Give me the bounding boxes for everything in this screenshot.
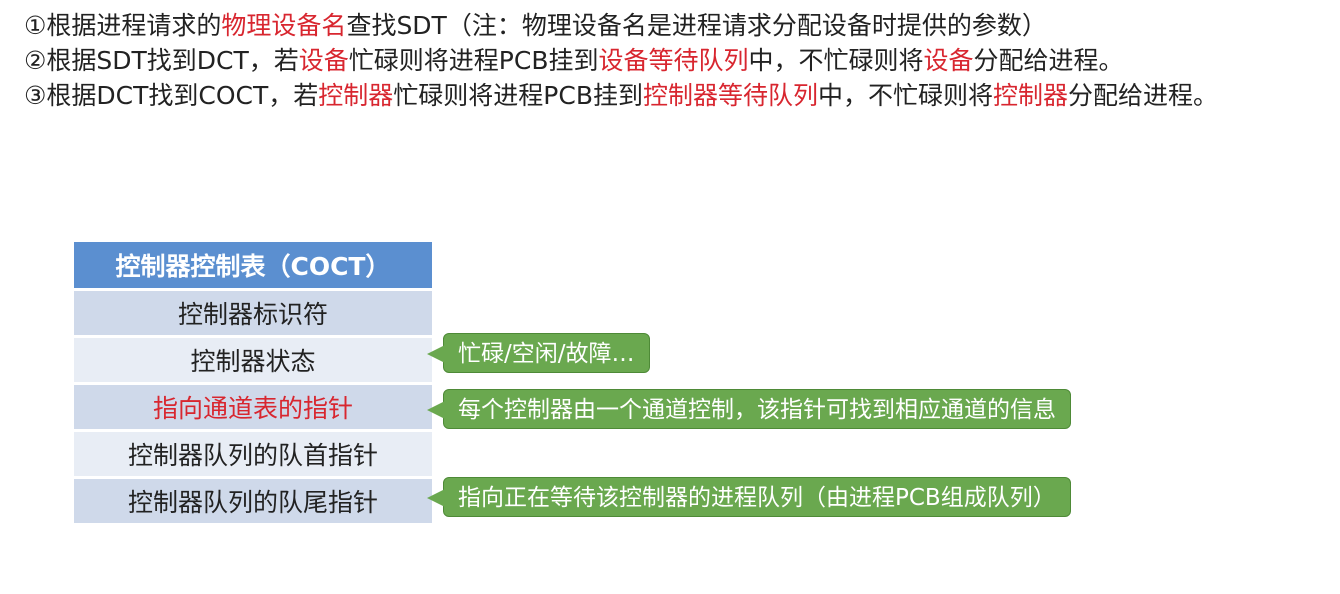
callout-channel-pointer-text: 每个控制器由一个通道控制，该指针可找到相应通道的信息 xyxy=(458,397,1056,423)
step-3-highlight-b: 控制器等待队列 xyxy=(642,81,818,110)
callout-status: 忙碌/空闲/故障… xyxy=(427,333,650,373)
step-1-text-a: ①根据进程请求的 xyxy=(24,11,222,40)
coct-table: 控制器控制表（COCT） 控制器标识符 控制器状态 指向通道表的指针 控制器队列… xyxy=(74,242,432,523)
step-2-text-b: 忙碌则将进程PCB挂到 xyxy=(348,46,599,75)
steps-text: ①根据进程请求的物理设备名查找SDT（注：物理设备名是进程请求分配设备时提供的参… xyxy=(24,8,1324,113)
step-3-text-a: ③根据DCT找到COCT，若 xyxy=(24,81,319,110)
coct-row-channel-pointer: 指向通道表的指针 xyxy=(74,382,432,429)
step-3-highlight-c: 控制器 xyxy=(993,81,1069,110)
coct-row-controller-status: 控制器状态 xyxy=(74,335,432,382)
step-2-highlight-a: 设备 xyxy=(298,46,349,75)
step-3-text-b: 忙碌则将进程PCB挂到 xyxy=(393,81,643,110)
callout-queue-tail: 指向正在等待该控制器的进程队列（由进程PCB组成队列） xyxy=(427,477,1071,517)
step-3-highlight-a: 控制器 xyxy=(318,81,394,110)
coct-row-queue-head: 控制器队列的队首指针 xyxy=(74,429,432,476)
coct-table-header: 控制器控制表（COCT） xyxy=(74,242,432,288)
coct-row-queue-tail: 控制器队列的队尾指针 xyxy=(74,476,432,523)
step-1-text-b: 查找SDT（注：物理设备名是进程请求分配设备时提供的参数） xyxy=(346,11,1047,40)
callout-channel-pointer: 每个控制器由一个通道控制，该指针可找到相应通道的信息 xyxy=(427,389,1071,429)
callout-queue-tail-pointer xyxy=(427,489,445,507)
step-2-highlight-c: 设备 xyxy=(923,46,974,75)
step-2-text-c: 中，不忙碌则将 xyxy=(748,46,924,75)
step-1-highlight: 物理设备名 xyxy=(221,11,347,40)
step-2-text-a: ②根据SDT找到DCT，若 xyxy=(24,46,299,75)
callout-channel-pointer-pointer xyxy=(427,401,445,419)
callout-status-pointer xyxy=(427,345,445,363)
step-1: ①根据进程请求的物理设备名查找SDT（注：物理设备名是进程请求分配设备时提供的参… xyxy=(24,8,1324,43)
step-3-text-d: 分配给进程。 xyxy=(1068,81,1219,110)
coct-row-controller-id: 控制器标识符 xyxy=(74,288,432,335)
step-3-text-c: 中，不忙碌则将 xyxy=(817,81,993,110)
callout-queue-tail-text: 指向正在等待该控制器的进程队列（由进程PCB组成队列） xyxy=(458,485,1056,511)
step-2-text-d: 分配给进程。 xyxy=(973,46,1124,75)
callout-status-text: 忙碌/空闲/故障… xyxy=(458,341,635,367)
step-3: ③根据DCT找到COCT，若控制器忙碌则将进程PCB挂到控制器等待队列中，不忙碌… xyxy=(24,78,1324,113)
step-2: ②根据SDT找到DCT，若设备忙碌则将进程PCB挂到设备等待队列中，不忙碌则将设… xyxy=(24,43,1324,78)
step-2-highlight-b: 设备等待队列 xyxy=(598,46,749,75)
